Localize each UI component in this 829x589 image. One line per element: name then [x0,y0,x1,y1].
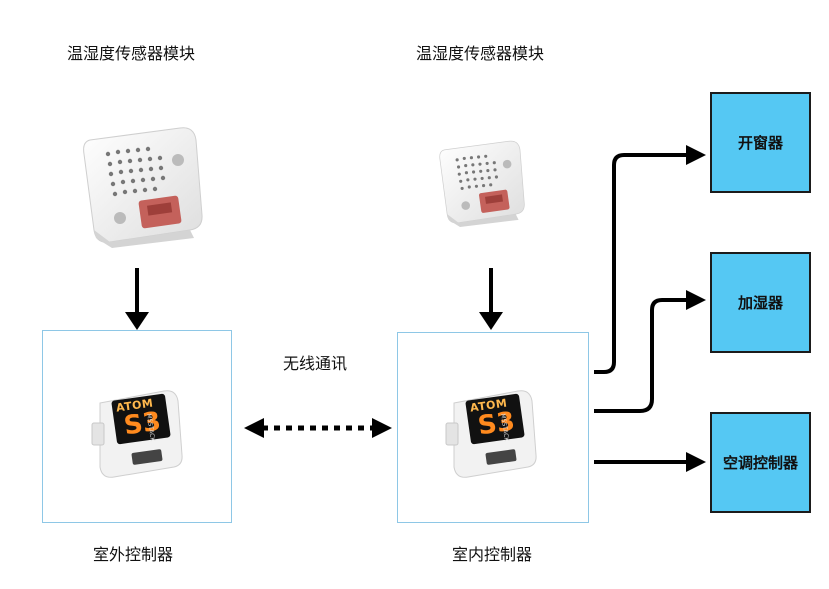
sensor-label-indoor: 温湿度传感器模块 [416,44,545,63]
sensor-to-outdoor-arrow [125,268,149,330]
window-opener-label: 开窗器 [737,134,783,152]
atom-s3-device-indoor: ATOM S3 M5STACK [442,385,542,480]
to-ac-controller-arrow [594,452,706,472]
to-window-opener-arrow [594,145,706,374]
window-opener-box: 开窗器 [710,92,811,193]
wireless-communication-label: 无线通讯 [283,354,348,373]
wireless-link-arrow [244,418,392,438]
atom-s3-device-outdoor: ATOM S3 M5STACK [88,385,188,480]
ac-controller-box: 空调控制器 [710,412,811,513]
to-humidifier-arrow [594,290,706,413]
ac-controller-label: 空调控制器 [722,454,798,472]
humidifier-label: 加湿器 [737,294,783,312]
temperature-humidity-sensor-image-outdoor [83,127,203,248]
outdoor-controller-label: 室外控制器 [93,545,174,564]
humidifier-box: 加湿器 [710,252,811,353]
temperature-humidity-sensor-image-indoor [439,140,525,227]
sensor-label-outdoor: 温湿度传感器模块 [67,44,196,63]
sensor-to-indoor-arrow [479,268,503,330]
indoor-controller-label: 室内控制器 [452,545,533,564]
